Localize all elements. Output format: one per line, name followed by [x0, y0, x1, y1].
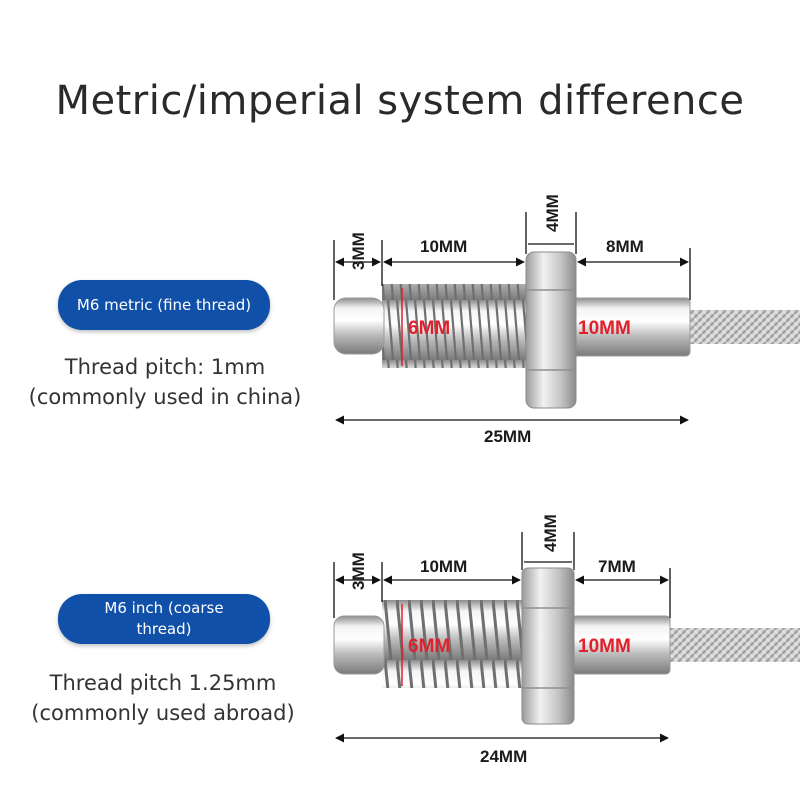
metric-usage-text: (commonly used in china) [28, 385, 302, 409]
inch-thread [382, 600, 524, 688]
metric-diameter-dimension: 6MM [408, 318, 450, 339]
metric-tip [333, 297, 385, 355]
inch-hex-dimension: 4MM [541, 514, 560, 552]
metric-hex-dimension: 4MM [543, 194, 562, 232]
metric-cable [688, 310, 800, 344]
inch-dimensions [333, 532, 671, 743]
inch-description: Thread pitch 1.25mm (commonly used abroa… [8, 668, 318, 728]
inch-hex-nut [521, 567, 575, 725]
metric-description: Thread pitch: 1mm (commonly used in chin… [10, 352, 320, 412]
metric-sensor [333, 251, 800, 409]
metric-tail-dimension: 8MM [606, 237, 644, 256]
metric-pitch-text: Thread pitch: 1mm [64, 355, 266, 379]
inch-diameter-dimension: 6MM [408, 636, 450, 657]
metric-shank-dimension: 10MM [578, 318, 631, 339]
inch-pitch-text: Thread pitch 1.25mm [49, 671, 277, 695]
inch-label-badge: M6 inch (coarse thread) [58, 594, 270, 644]
page-title: Metric/imperial system difference [55, 78, 745, 124]
metric-label-badge: M6 metric (fine thread) [58, 280, 270, 330]
inch-thread-dimension: 10MM [420, 557, 467, 576]
inch-label-line2: thread) [136, 620, 192, 638]
inch-sensor [333, 567, 800, 725]
inch-tip [333, 615, 385, 675]
metric-total-dimension: 25MM [484, 427, 531, 446]
metric-tip-dimension: 3MM [349, 232, 368, 270]
metric-label-text: M6 metric (fine thread) [76, 295, 252, 314]
inch-shank-dimension: 10MM [578, 636, 631, 657]
inch-tail-dimension: 7MM [598, 557, 636, 576]
metric-hex-nut [525, 251, 577, 409]
inch-total-dimension: 24MM [480, 747, 527, 766]
metric-thread-dimension: 10MM [420, 237, 467, 256]
inch-label-text: M6 inch (coarse thread) [104, 598, 223, 640]
inch-label-line1: M6 inch (coarse [104, 599, 224, 617]
metric-thread [382, 284, 528, 368]
metric-dimensions [333, 212, 691, 425]
inch-tip-dimension: 3MM [349, 552, 368, 590]
inch-usage-text: (commonly used abroad) [31, 701, 295, 725]
inch-cable [668, 628, 800, 662]
